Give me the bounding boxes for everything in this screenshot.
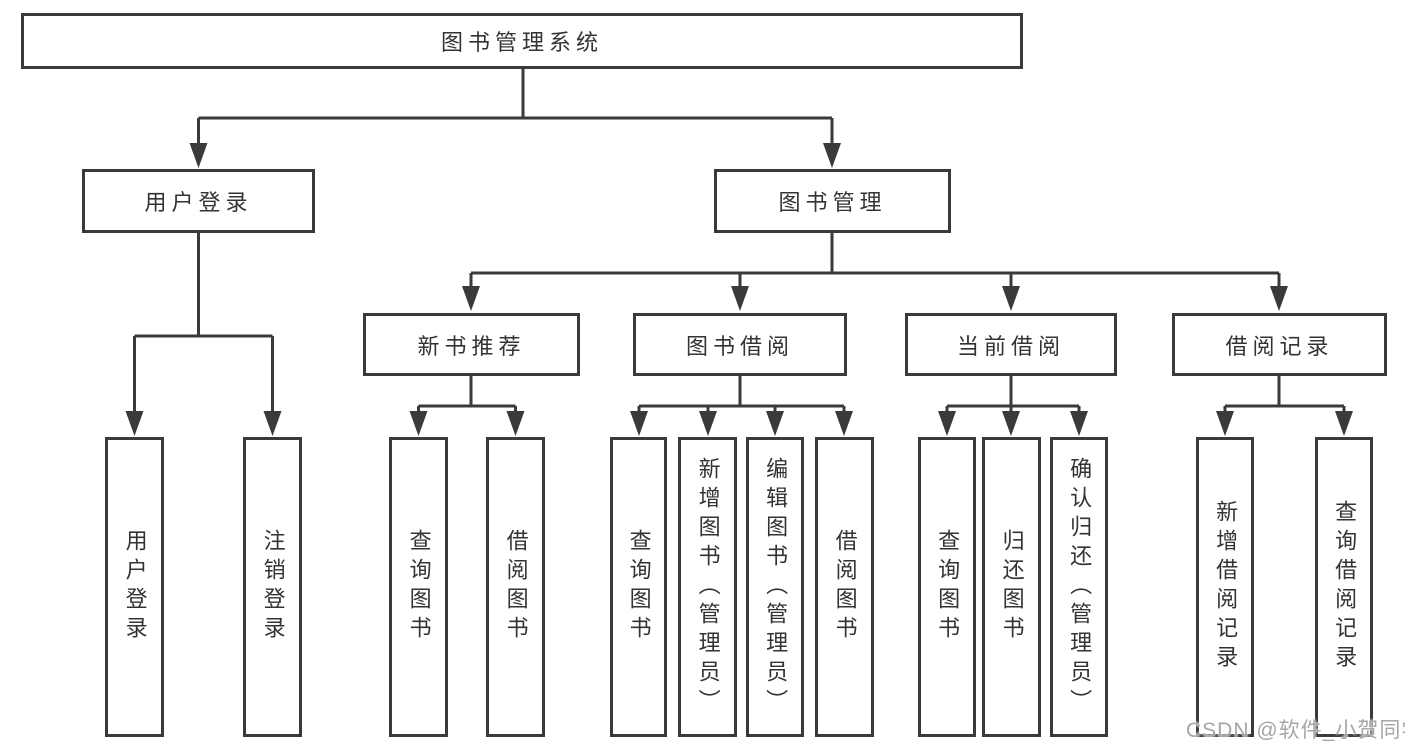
node-label: 图书管理 <box>778 190 887 215</box>
node-label: 借阅图书 <box>503 529 529 645</box>
node-user-login: 用户登录 <box>82 169 315 233</box>
node-label: 用户登录 <box>122 529 148 645</box>
watermark: CSDN @软件_小贺同学 <box>1186 719 1405 742</box>
connector-arrowhead <box>409 411 428 436</box>
node-book-management-system: 图书管理系统 <box>21 13 1023 69</box>
node-borrow-records: 借阅记录 <box>1172 313 1387 376</box>
connector-arrowhead <box>766 411 784 436</box>
connector-arrowhead <box>1002 411 1020 436</box>
node-label: 编辑图书（管理员） <box>763 456 789 718</box>
node-current-borrow: 当前借阅 <box>905 313 1117 376</box>
leaf-logout: 注销登录 <box>243 437 302 737</box>
leaf-query-book-borrow: 查询图书 <box>610 437 667 737</box>
node-book-borrow: 图书借阅 <box>633 313 847 376</box>
node-book-management: 图书管理 <box>714 169 951 233</box>
node-new-book-recommend: 新书推荐 <box>363 313 580 376</box>
connector-arrowhead <box>506 411 525 436</box>
connector-arrowhead <box>938 411 956 436</box>
leaf-user-login: 用户登录 <box>105 437 164 737</box>
leaf-add-borrow-record: 新增借阅记录 <box>1196 437 1254 737</box>
node-label: 归还图书 <box>999 529 1025 645</box>
leaf-confirm-return-admin: 确认归还（管理员） <box>1050 437 1108 737</box>
leaf-query-book-current: 查询图书 <box>918 437 976 737</box>
connector-arrowhead <box>1002 286 1020 311</box>
connector-arrowhead <box>1335 411 1353 436</box>
connector-arrowhead <box>125 411 144 436</box>
node-label: 用户登录 <box>144 190 253 215</box>
connector-arrowhead <box>835 411 853 436</box>
connector-arrowhead <box>462 286 480 311</box>
leaf-return-book: 归还图书 <box>982 437 1041 737</box>
node-label: 借阅图书 <box>832 529 858 645</box>
node-label: 图书借阅 <box>685 333 794 359</box>
leaf-add-book-admin: 新增图书（管理员） <box>678 437 737 737</box>
connector-arrowhead <box>1216 411 1234 436</box>
leaf-borrow-book: 借阅图书 <box>815 437 874 737</box>
leaf-borrow-book-recommend: 借阅图书 <box>486 437 545 737</box>
connector-arrowhead <box>731 286 749 311</box>
leaf-edit-book-admin: 编辑图书（管理员） <box>746 437 804 737</box>
connector-arrowheads <box>125 143 1353 436</box>
connector-arrowhead <box>263 411 282 436</box>
node-label: 确认归还（管理员） <box>1067 456 1093 718</box>
node-label: 注销登录 <box>260 529 286 645</box>
node-label: 当前借阅 <box>956 333 1065 359</box>
node-label: 新增借阅记录 <box>1213 500 1239 674</box>
leaf-query-book-recommend: 查询图书 <box>389 437 448 737</box>
node-label: 图书管理系统 <box>440 30 603 55</box>
leaf-query-borrow-record: 查询借阅记录 <box>1315 437 1373 737</box>
connector-arrowhead <box>699 411 717 436</box>
node-label: 新增图书（管理员） <box>695 456 721 718</box>
node-label: 查询图书 <box>935 529 961 645</box>
connector-arrowhead <box>1270 286 1288 311</box>
node-label: 借阅记录 <box>1225 333 1334 359</box>
connector-arrowhead <box>630 411 648 436</box>
node-label: 查询借阅记录 <box>1332 500 1358 674</box>
node-label: 查询图书 <box>406 529 432 645</box>
node-label: 新书推荐 <box>417 333 526 359</box>
connector-arrowhead <box>823 143 841 168</box>
connector-arrowhead <box>189 143 208 168</box>
connector-arrowhead <box>1070 411 1088 436</box>
node-label: 查询图书 <box>626 529 652 645</box>
